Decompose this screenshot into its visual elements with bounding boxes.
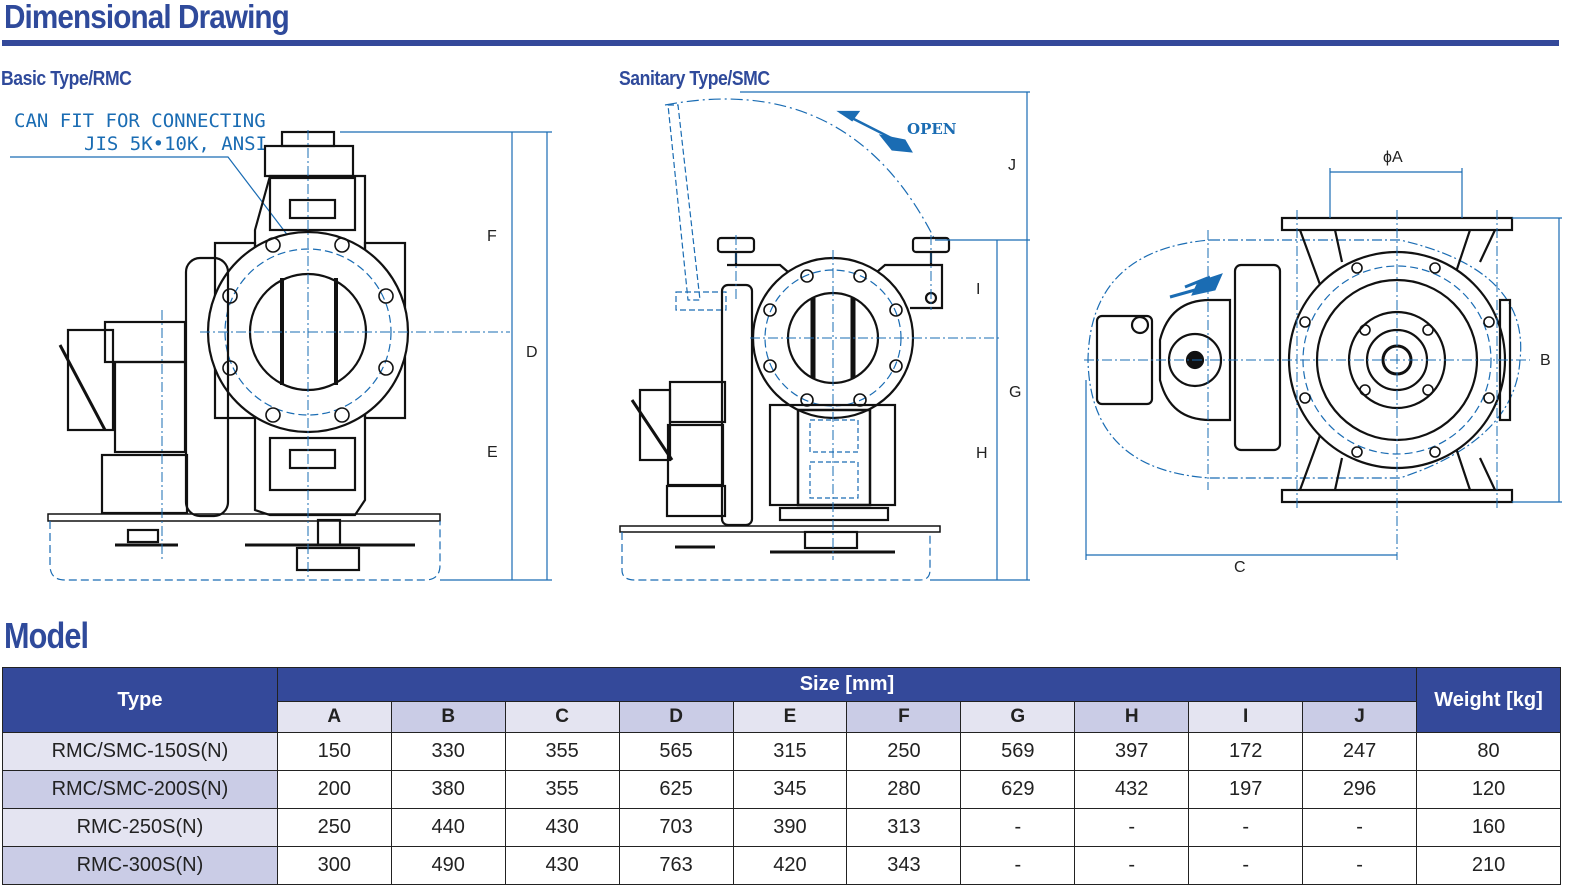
header-col-c: C <box>504 701 620 733</box>
cell-c: 430 <box>504 808 620 847</box>
dim-label-h: H <box>976 445 988 462</box>
header-col-j: J <box>1302 701 1418 733</box>
cell-e: 390 <box>732 808 848 847</box>
cell-type: RMC/SMC-150S(N) <box>2 732 278 771</box>
cell-weight: 160 <box>1416 808 1561 847</box>
dim-label-f: F <box>487 228 497 245</box>
cell-g: - <box>960 846 1076 885</box>
header-col-b: B <box>390 701 506 733</box>
header-col-a: A <box>276 701 392 733</box>
cell-e: 420 <box>732 846 848 885</box>
note-line2: JIS 5K•10K, ANSI <box>84 133 267 155</box>
sanitary-type-drawing: OPEN <box>619 91 1030 581</box>
cell-a: 200 <box>276 770 392 809</box>
model-section-title: Model <box>4 615 89 656</box>
cell-h: 397 <box>1074 732 1190 771</box>
cell-b: 490 <box>390 846 506 885</box>
cell-weight: 210 <box>1416 846 1561 885</box>
cell-i: 172 <box>1188 732 1304 771</box>
dim-label-b: B <box>1540 352 1551 369</box>
cell-f: 313 <box>846 808 962 847</box>
page-title: Dimensional Drawing <box>4 0 290 35</box>
cell-d: 763 <box>618 846 734 885</box>
cell-a: 250 <box>276 808 392 847</box>
header-col-f: F <box>846 701 962 733</box>
dim-label-c: C <box>1234 559 1246 576</box>
header-size: Size [mm] <box>276 667 1418 702</box>
cell-f: 343 <box>846 846 962 885</box>
open-label: OPEN <box>907 120 957 138</box>
cell-f: 250 <box>846 732 962 771</box>
cell-h: - <box>1074 846 1190 885</box>
cell-j: - <box>1302 846 1418 885</box>
cell-c: 355 <box>504 732 620 771</box>
cell-j: 296 <box>1302 770 1418 809</box>
dim-label-i: I <box>976 281 980 298</box>
basic-type-title: Basic Type/RMC <box>1 68 132 90</box>
cell-d: 565 <box>618 732 734 771</box>
cell-a: 300 <box>276 846 392 885</box>
cell-g: 629 <box>960 770 1076 809</box>
table-row: RMC/SMC-150S(N) 150 330 355 565 315 250 … <box>2 732 1561 771</box>
cell-e: 315 <box>732 732 848 771</box>
cell-g: - <box>960 808 1076 847</box>
cell-type: RMC/SMC-200S(N) <box>2 770 278 809</box>
note-line1: CAN FIT FOR CONNECTING <box>14 110 266 132</box>
cell-b: 330 <box>390 732 506 771</box>
title-rule <box>2 40 1559 46</box>
table-header-row: Type Size [mm] Weight [kg] <box>2 667 1561 733</box>
cell-j: 247 <box>1302 732 1418 771</box>
cell-a: 150 <box>276 732 392 771</box>
cell-weight: 120 <box>1416 770 1561 809</box>
cell-b: 440 <box>390 808 506 847</box>
table-row: RMC/SMC-200S(N) 200 380 355 625 345 280 … <box>2 770 1561 809</box>
cell-g: 569 <box>960 732 1076 771</box>
cell-type: RMC-250S(N) <box>2 808 278 847</box>
header-col-d: D <box>618 701 734 733</box>
header-col-i: I <box>1188 701 1304 733</box>
dim-label-d: D <box>526 344 538 361</box>
cell-f: 280 <box>846 770 962 809</box>
dim-label-j: J <box>1008 157 1016 174</box>
header-col-h: H <box>1074 701 1190 733</box>
table-row: RMC-300S(N) 300 490 430 763 420 343 - - … <box>2 846 1561 885</box>
cell-type: RMC-300S(N) <box>2 846 278 885</box>
cell-d: 703 <box>618 808 734 847</box>
cell-i: - <box>1188 846 1304 885</box>
table-row: RMC-250S(N) 250 440 430 703 390 313 - - … <box>2 808 1561 847</box>
dimensional-drawings: CAN FIT FOR CONNECTING JIS 5K•10K, ANSI <box>10 91 1562 581</box>
model-table: Type Size [mm] Weight [kg] A B C D E F G… <box>2 667 1561 885</box>
header-type: Type <box>2 667 278 733</box>
cell-c: 355 <box>504 770 620 809</box>
basic-type-drawing: CAN FIT FOR CONNECTING JIS 5K•10K, ANSI <box>10 110 552 581</box>
sanitary-type-title: Sanitary Type/SMC <box>619 68 770 90</box>
cell-h: 432 <box>1074 770 1190 809</box>
dim-label-phi-a: ϕA <box>1383 149 1403 166</box>
top-view-drawing: ϕA B C <box>1084 149 1562 576</box>
header-col-g: G <box>960 701 1076 733</box>
cell-weight: 80 <box>1416 732 1561 771</box>
cell-i: 197 <box>1188 770 1304 809</box>
dim-label-g: G <box>1009 384 1021 401</box>
cell-e: 345 <box>732 770 848 809</box>
dim-label-e: E <box>487 444 498 461</box>
header-weight: Weight [kg] <box>1416 667 1561 733</box>
table-subheader-row: A B C D E F G H I J <box>3 701 1561 733</box>
cell-i: - <box>1188 808 1304 847</box>
cell-b: 380 <box>390 770 506 809</box>
header-col-e: E <box>732 701 848 733</box>
cell-d: 625 <box>618 770 734 809</box>
cell-h: - <box>1074 808 1190 847</box>
cell-c: 430 <box>504 846 620 885</box>
cell-j: - <box>1302 808 1418 847</box>
